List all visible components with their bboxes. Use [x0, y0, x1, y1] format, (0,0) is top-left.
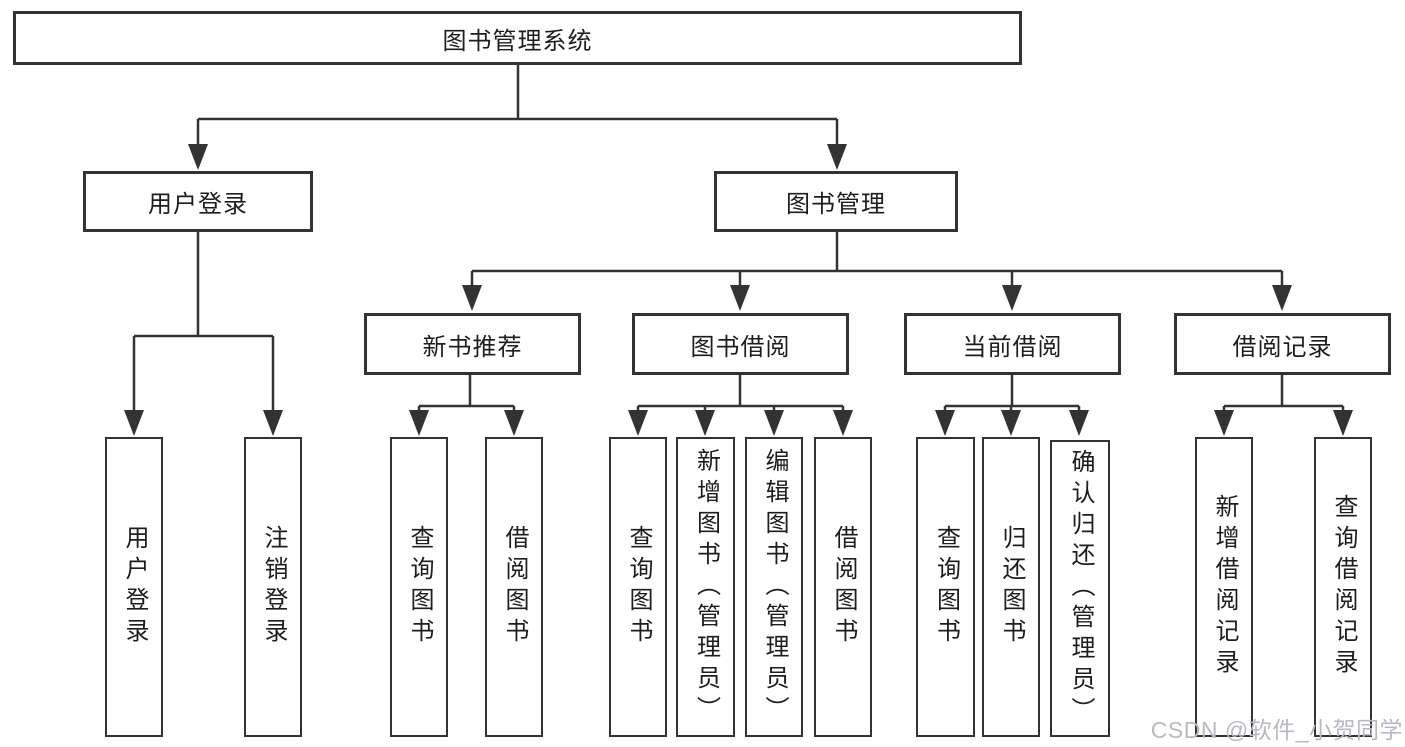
node-new-book-recommendation: 新书推荐 [364, 313, 581, 375]
leaf-label: 新增图书（管理员） [692, 447, 720, 727]
leaf-label: 归还图书 [998, 525, 1025, 649]
leaf-edit-books-admin: 编辑图书（管理员） [745, 437, 803, 737]
leaf-label: 查询图书 [406, 525, 433, 649]
leaf-label: 注销登录 [260, 525, 287, 649]
node-library-management-system: 图书管理系统 [13, 11, 1022, 65]
node-user-login: 用户登录 [83, 171, 313, 232]
leaf-logout: 注销登录 [244, 437, 302, 737]
node-borrowing-records: 借阅记录 [1174, 313, 1391, 375]
tree-edges [132, 65, 1345, 431]
csdn-watermark: CSDN @软件_小贺同学 [1150, 717, 1403, 743]
leaf-label: 新增借阅记录 [1211, 494, 1238, 680]
leaf-label: 借阅图书 [830, 525, 857, 649]
leaf-query-books-recommend: 查询图书 [390, 437, 448, 737]
leaf-confirm-return-admin: 确认归还（管理员） [1050, 440, 1110, 737]
leaf-label: 编辑图书（管理员） [761, 447, 788, 727]
leaf-borrow-books: 借阅图书 [814, 437, 872, 737]
leaf-label: 查询图书 [932, 525, 960, 649]
leaf-borrow-books-recommend: 借阅图书 [485, 437, 543, 737]
leaf-label: 查询图书 [625, 525, 652, 649]
leaf-label: 借阅图书 [501, 525, 528, 649]
leaf-query-books-current: 查询图书 [916, 437, 975, 737]
leaf-query-borrow-record: 查询借阅记录 [1314, 437, 1372, 737]
leaf-user-login: 用户登录 [105, 437, 163, 737]
leaf-label: 用户登录 [121, 525, 148, 649]
leaf-return-books: 归还图书 [982, 437, 1040, 737]
leaf-add-books-admin: 新增图书（管理员） [676, 437, 735, 737]
leaf-add-borrow-record: 新增借阅记录 [1195, 437, 1253, 737]
node-book-management: 图书管理 [714, 171, 958, 232]
arrowhead-icons [124, 144, 1353, 436]
leaf-query-books-borrowing: 查询图书 [609, 437, 667, 737]
node-current-borrowing: 当前借阅 [904, 313, 1121, 375]
leaf-label: 查询借阅记录 [1330, 494, 1357, 680]
leaf-label: 确认归还（管理员） [1067, 449, 1094, 728]
node-book-borrowing: 图书借阅 [632, 313, 849, 375]
